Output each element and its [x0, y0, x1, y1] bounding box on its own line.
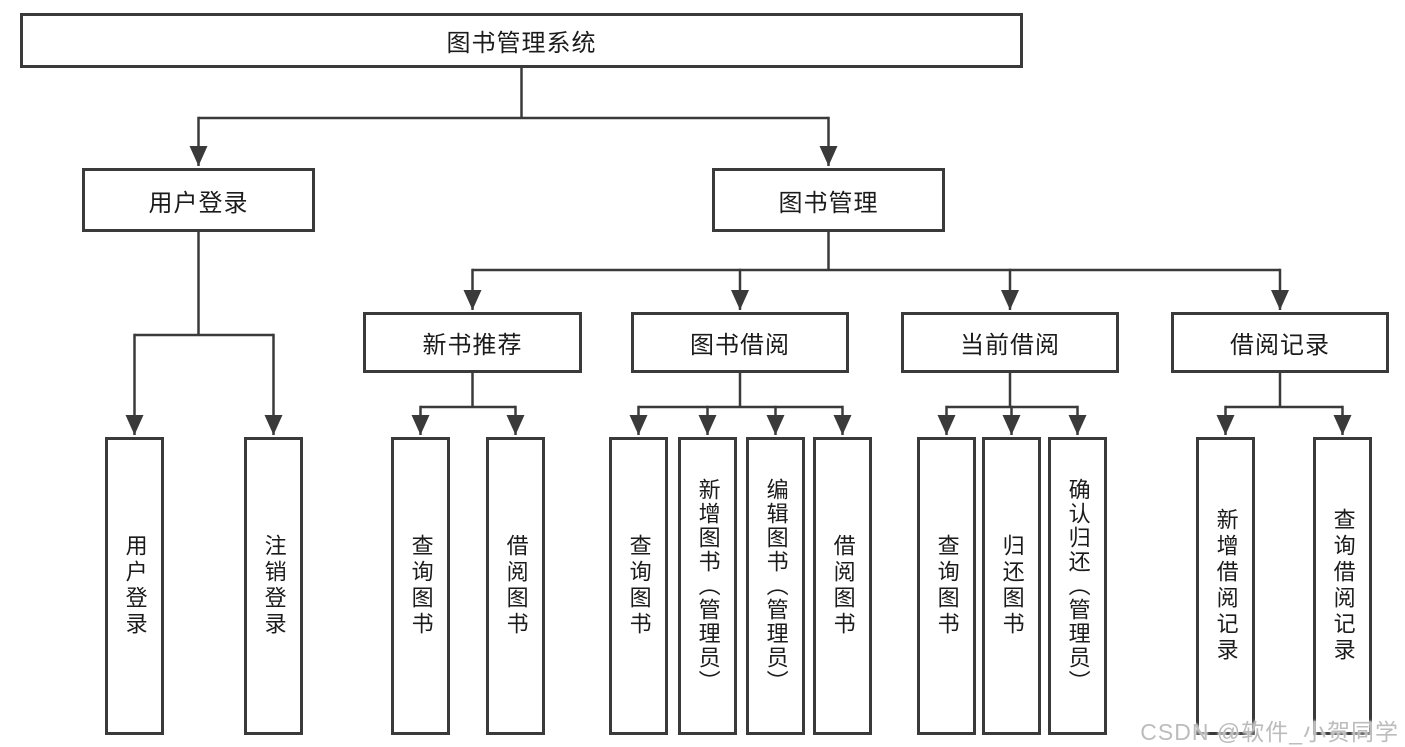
node-root-label: 图书管理系统	[446, 30, 597, 57]
csdn-watermark: CSDN @软件_小贺同学	[1140, 719, 1399, 745]
connector-current-borrow-branch	[937, 373, 1087, 435]
leaf-borrow-query-books-label: 查询图书	[626, 534, 652, 638]
leaf-borrow-books-label: 借阅图书	[830, 534, 856, 638]
connector-new-book-branch	[411, 373, 525, 435]
node-user-login-branch: 用户登录	[82, 168, 315, 232]
leaf-user-login: 用户登录	[105, 437, 164, 735]
leaf-add-borrow-record: 新增借阅记录	[1196, 437, 1255, 735]
node-root-system: 图书管理系统	[20, 13, 1023, 68]
leaf-recommend-borrow-books: 借阅图书	[486, 437, 545, 735]
leaf-return-books-label: 归还图书	[999, 534, 1025, 638]
leaf-recommend-query-books-label: 查询图书	[408, 534, 434, 638]
leaf-query-borrow-record-label: 查询借阅记录	[1330, 508, 1356, 664]
leaf-current-query-books: 查询图书	[917, 437, 976, 735]
connector-borrow-records-branch	[1216, 373, 1352, 435]
leaf-user-login-label: 用户登录	[122, 534, 148, 638]
node-book-borrow: 图书借阅	[631, 312, 849, 373]
leaf-borrow-query-books: 查询图书	[609, 437, 668, 735]
node-user-login-branch-label: 用户登录	[148, 189, 249, 217]
connector-user-login-branch	[125, 232, 283, 435]
leaf-recommend-query-books: 查询图书	[391, 437, 450, 735]
leaf-add-books-admin: 新增图书（管理员）	[678, 437, 737, 735]
leaf-add-books-admin-label: 新增图书（管理员）	[695, 478, 721, 694]
node-new-book-recommend: 新书推荐	[363, 312, 582, 373]
node-current-borrow-label: 当前借阅	[960, 332, 1060, 359]
leaf-confirm-return-admin: 确认归还（管理员）	[1048, 437, 1107, 735]
leaf-edit-books-admin: 编辑图书（管理员）	[746, 437, 805, 735]
leaf-borrow-books: 借阅图书	[813, 437, 872, 735]
node-book-management-branch-label: 图书管理	[778, 189, 879, 217]
node-borrow-records: 借阅记录	[1171, 312, 1389, 373]
leaf-edit-books-admin-label: 编辑图书（管理员）	[763, 478, 789, 694]
leaf-confirm-return-admin-label: 确认归还（管理员）	[1065, 478, 1091, 694]
leaf-logout-label: 注销登录	[261, 534, 287, 638]
connector-book-management-branch	[463, 232, 1289, 310]
node-book-borrow-label: 图书借阅	[690, 332, 790, 359]
node-book-management-branch: 图书管理	[712, 168, 945, 232]
leaf-recommend-borrow-books-label: 借阅图书	[503, 534, 529, 638]
leaf-current-query-books-label: 查询图书	[934, 534, 960, 638]
leaf-add-borrow-record-label: 新增借阅记录	[1213, 508, 1239, 664]
leaf-return-books: 归还图书	[982, 437, 1041, 735]
node-current-borrow: 当前借阅	[901, 312, 1119, 373]
connector-book-borrow-branch	[629, 373, 852, 435]
node-new-book-recommend-label: 新书推荐	[422, 332, 523, 359]
connector-root-to-level2	[189, 68, 838, 166]
leaf-query-borrow-record: 查询借阅记录	[1313, 437, 1372, 735]
node-borrow-records-label: 借阅记录	[1230, 332, 1330, 359]
leaf-logout: 注销登录	[244, 437, 303, 735]
